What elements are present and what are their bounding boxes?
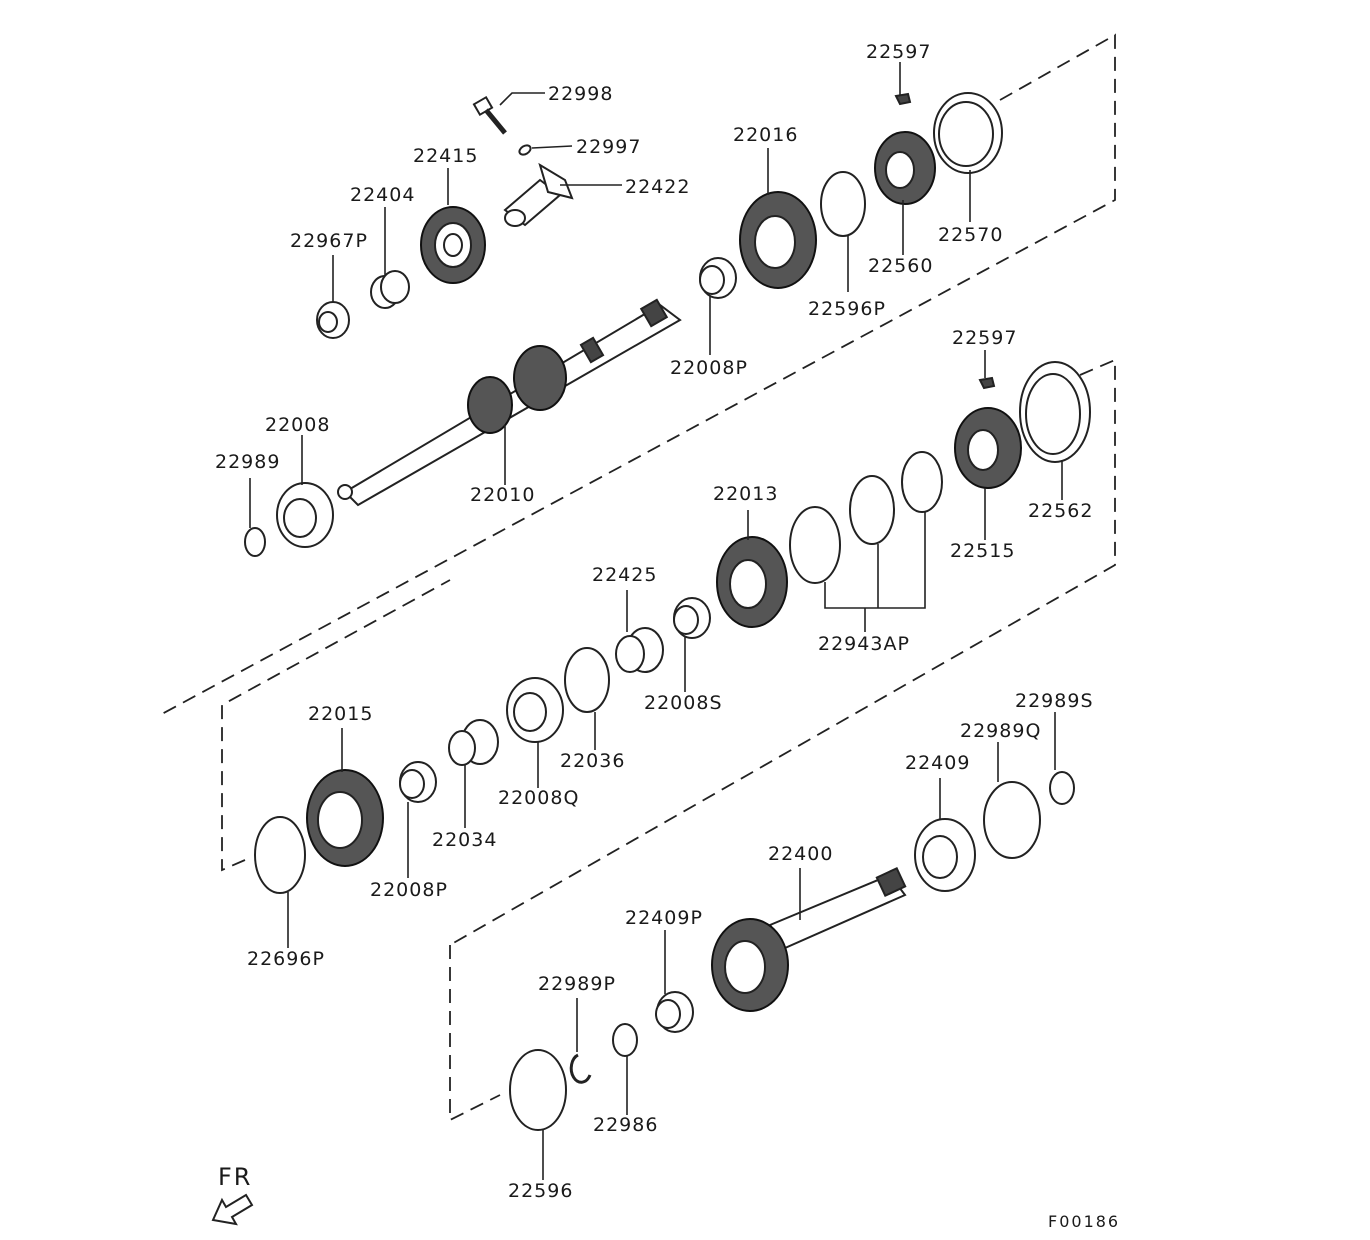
mainshaft-22010: [337, 298, 682, 507]
fr-label: FR: [218, 1163, 252, 1191]
label-22008P-lower: 22008P: [370, 879, 448, 901]
label-22008: 22008: [265, 414, 330, 436]
label-22562: 22562: [1028, 500, 1093, 522]
gear-22015: [306, 769, 384, 867]
label-22989Q: 22989Q: [960, 720, 1041, 742]
sleeve-22562: [1019, 361, 1091, 463]
bushing-22008P: [699, 257, 737, 299]
label-22515: 22515: [950, 540, 1015, 562]
label-22597-mid: 22597: [952, 327, 1017, 349]
bushing-22409P: [655, 991, 694, 1033]
label-22036: 22036: [560, 750, 625, 772]
bushing-22967P: [316, 301, 350, 339]
input-shaft-22400: [711, 866, 907, 1012]
label-22596: 22596: [508, 1180, 573, 1202]
ring-22036: [564, 647, 610, 713]
front-direction-indicator: FR: [211, 1163, 254, 1226]
label-22409: 22409: [905, 752, 970, 774]
label-22008P: 22008P: [670, 357, 748, 379]
snap-ring-22989: [244, 527, 266, 557]
label-22016: 22016: [733, 124, 798, 146]
label-22998: 22998: [548, 83, 613, 105]
sleeve-22570: [933, 92, 1003, 174]
bearing-22008: [276, 482, 334, 548]
gear-22415: [420, 206, 486, 284]
label-22008Q: 22008Q: [498, 787, 579, 809]
label-22425: 22425: [592, 564, 657, 586]
snap-ring-22989P: [569, 1053, 592, 1084]
gear-22016: [739, 191, 817, 289]
washer-22986: [612, 1023, 638, 1057]
ring-22989Q: [983, 781, 1041, 859]
group-outlines: [159, 33, 1116, 1122]
ring-22696P: [254, 816, 306, 894]
front-arrow-icon: [211, 1193, 254, 1226]
label-22415: 22415: [413, 145, 478, 167]
label-22008S: 22008S: [644, 692, 723, 714]
part-labels: 22998 22997 22422 22415 22404 22967P 225…: [215, 41, 1094, 1202]
bolt-22998: [472, 95, 507, 135]
bearing-22008Q: [506, 677, 564, 743]
bearing-22409: [914, 818, 976, 892]
label-22997: 22997: [576, 136, 641, 158]
label-22570: 22570: [938, 224, 1003, 246]
label-22010: 22010: [470, 484, 535, 506]
leader-lines: [249, 62, 1063, 1180]
label-22034: 22034: [432, 829, 497, 851]
hub-22560: [874, 131, 936, 205]
label-22560: 22560: [868, 255, 933, 277]
label-22013: 22013: [713, 483, 778, 505]
label-22989S: 22989S: [1015, 690, 1094, 712]
bushing-22008S: [673, 597, 711, 639]
ring-22596P: [820, 171, 866, 237]
label-22597-top: 22597: [866, 41, 931, 63]
label-22404: 22404: [350, 184, 415, 206]
rings-22943AP: [789, 451, 943, 584]
key-22597-top: [894, 92, 912, 106]
shaft-22422: [503, 162, 574, 227]
snap-ring-22989S: [1049, 771, 1075, 805]
label-22989P: 22989P: [538, 973, 616, 995]
collar-22425: [615, 627, 664, 673]
label-22409P: 22409P: [625, 907, 703, 929]
label-22400: 22400: [768, 843, 833, 865]
pin-22997: [518, 144, 532, 156]
ring-22596: [509, 1049, 567, 1131]
hub-22515: [954, 407, 1022, 489]
collar-22034: [448, 719, 499, 766]
label-22596P: 22596P: [808, 298, 886, 320]
label-22422: 22422: [625, 176, 690, 198]
figure-code: F00186: [1048, 1212, 1120, 1231]
gear-22013: [716, 536, 788, 628]
label-22986: 22986: [593, 1114, 658, 1136]
label-22967P: 22967P: [290, 230, 368, 252]
bushing-22008P-lower: [399, 761, 437, 803]
label-22943AP: 22943AP: [818, 633, 910, 655]
label-22015: 22015: [308, 703, 373, 725]
label-22989: 22989: [215, 451, 280, 473]
bearing-22404: [370, 270, 410, 309]
label-22696P: 22696P: [247, 948, 325, 970]
key-22597-mid: [978, 376, 996, 390]
